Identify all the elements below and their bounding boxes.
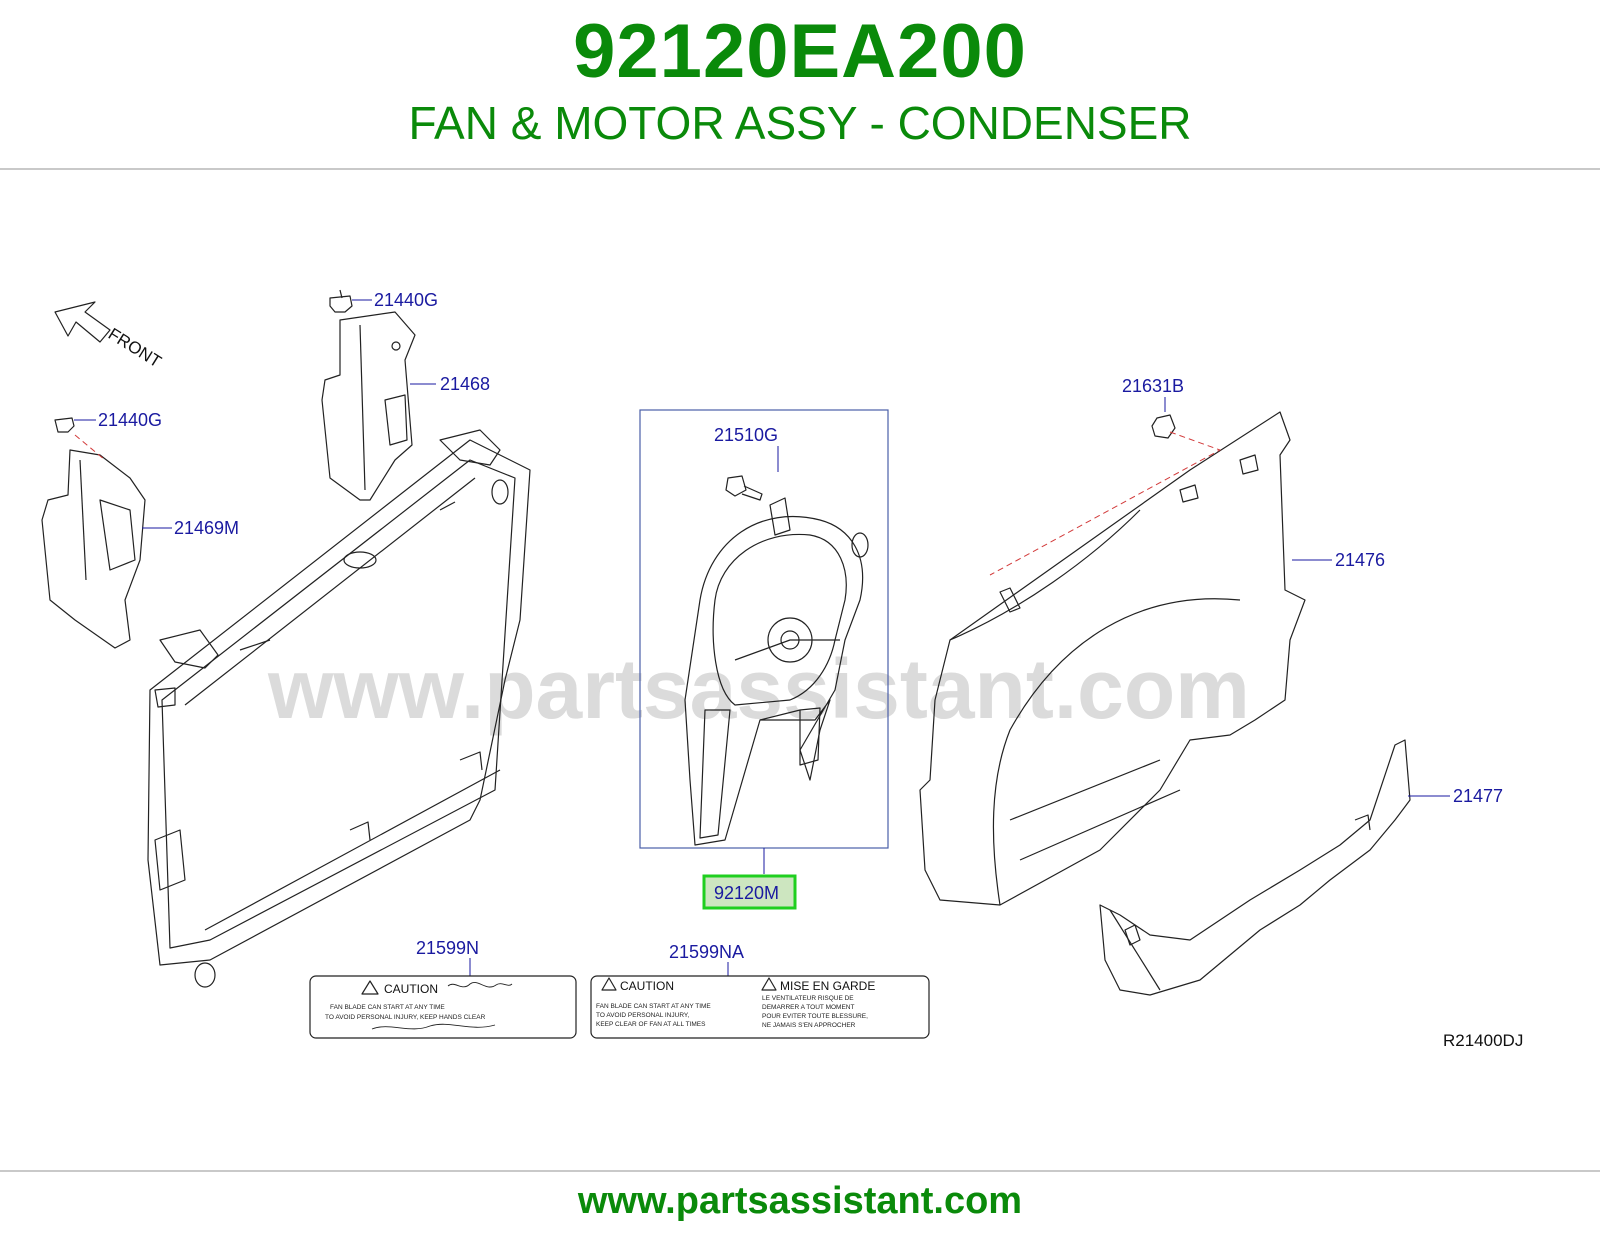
front-label: FRONT <box>105 324 165 371</box>
callout-21440g[interactable]: 21440G <box>374 290 438 310</box>
callout-92120m[interactable]: 92120M <box>714 883 779 903</box>
bracket-21469m-drawing <box>41 449 146 649</box>
warning-icon <box>761 977 777 991</box>
warning-icon <box>601 977 617 991</box>
callout-21440g[interactable]: 21440G <box>98 410 162 430</box>
caution-text: FAN BLADE CAN START AT ANY TIME <box>330 1004 445 1011</box>
front-arrow-icon <box>54 301 111 343</box>
parts-diagram: www.partsassistant.com FRONT <box>41 289 1523 1050</box>
caution-text-fr: NE JAMAIS S'EN APPROCHER <box>762 1022 856 1029</box>
footer-divider <box>0 1170 1600 1172</box>
callout-21468[interactable]: 21468 <box>440 374 490 394</box>
part-name: FAN & MOTOR ASSY - CONDENSER <box>408 97 1192 149</box>
nut-icon <box>1151 414 1176 439</box>
radiator-drawing <box>147 429 531 988</box>
caution-text: TO AVOID PERSONAL INJURY, <box>596 1012 689 1019</box>
assembly-box <box>639 409 889 849</box>
caution-heading-fr: MISE EN GARDE <box>780 979 875 993</box>
clip-icon <box>54 417 75 433</box>
bolt-icon <box>725 475 763 501</box>
fan-motor-drawing <box>684 497 869 846</box>
bracket-21468-drawing <box>321 311 416 501</box>
assembly-line <box>989 431 1222 576</box>
callout-21599na[interactable]: 21599NA <box>669 942 744 962</box>
watermark-text: www.partsassistant.com <box>267 642 1250 736</box>
header-divider <box>0 168 1600 170</box>
caution-label-21599n: CAUTION FAN BLADE CAN START AT ANY TIME … <box>309 975 577 1039</box>
caution-heading: CAUTION <box>384 982 438 996</box>
callout-21599n[interactable]: 21599N <box>416 938 479 958</box>
caution-label-21599na: CAUTION MISE EN GARDE FAN BLADE CAN STAR… <box>590 975 930 1039</box>
caution-text: FAN BLADE CAN START AT ANY TIME <box>596 1003 711 1010</box>
callout-21476[interactable]: 21476 <box>1335 550 1385 570</box>
caution-text: KEEP CLEAR OF FAN AT ALL TIMES <box>596 1021 706 1028</box>
callout-21477[interactable]: 21477 <box>1453 786 1503 806</box>
callout-21469m[interactable]: 21469M <box>174 518 239 538</box>
caution-text-fr: DEMARRER A TOUT MOMENT <box>762 1004 854 1011</box>
caution-text: TO AVOID PERSONAL INJURY, KEEP HANDS CLE… <box>325 1014 486 1021</box>
callout-21510g[interactable]: 21510G <box>714 425 778 445</box>
scribble-mark <box>447 982 513 988</box>
scribble-mark <box>371 1023 496 1030</box>
assembly-line <box>74 434 106 461</box>
footer-url[interactable]: www.partsassistant.com <box>577 1180 1023 1222</box>
caution-text-fr: LE VENTILATEUR RISQUE DE <box>762 995 854 1002</box>
page-title: 92120EA200 <box>573 9 1027 94</box>
highlight-box <box>702 874 797 910</box>
callout-21631b[interactable]: 21631B <box>1122 376 1184 396</box>
clip-icon <box>329 289 353 313</box>
reference-code: R21400DJ <box>1443 1031 1523 1050</box>
caution-heading: CAUTION <box>620 979 674 993</box>
lower-shroud-21477-drawing <box>1099 739 1411 996</box>
shroud-21476-drawing <box>919 411 1306 906</box>
warning-icon <box>361 980 379 995</box>
caution-text-fr: POUR EVITER TOUTE BLESSURE, <box>762 1013 868 1020</box>
